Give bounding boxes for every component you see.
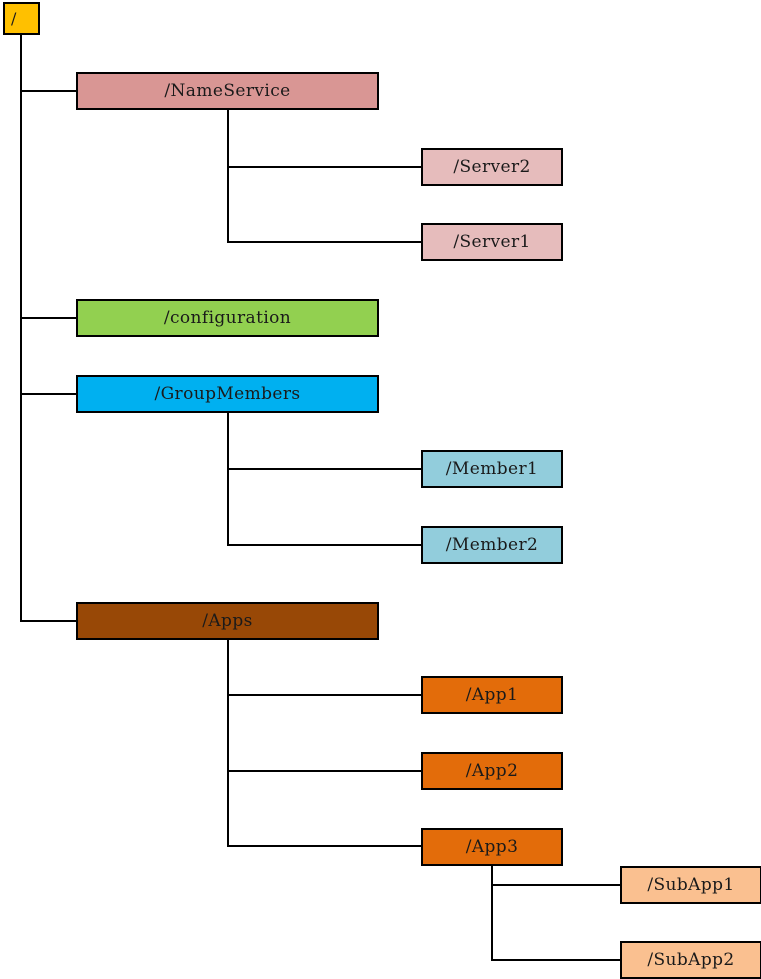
tree-node-member1[interactable]: /Member1: [421, 450, 563, 488]
edge-conn-app3: [227, 845, 423, 847]
edge-conn-app1: [227, 694, 423, 696]
tree-node-app3[interactable]: /App3: [421, 828, 563, 866]
tree-node-subapp1[interactable]: /SubApp1: [620, 866, 761, 904]
edge-conn-member1: [227, 468, 423, 470]
edge-conn-configuration: [20, 317, 78, 319]
edge-conn-app2: [227, 770, 423, 772]
edge-conn-member2: [227, 544, 423, 546]
edge-conn-server2: [227, 166, 423, 168]
edge-conn-groupmembers: [20, 393, 78, 395]
tree-node-app2[interactable]: /App2: [421, 752, 563, 790]
edge-trunk-root: [20, 34, 22, 622]
tree-node-nameservice[interactable]: /NameService: [76, 72, 379, 110]
tree-node-server1[interactable]: /Server1: [421, 223, 563, 261]
edge-conn-subapp2: [491, 959, 622, 961]
tree-node-server2[interactable]: /Server2: [421, 148, 563, 186]
edge-conn-subapp1: [491, 884, 622, 886]
edge-trunk-nameservice: [227, 110, 229, 242]
tree-node-configuration[interactable]: /configuration: [76, 299, 379, 337]
edge-conn-nameservice: [20, 90, 78, 92]
tree-node-root[interactable]: /: [3, 2, 40, 35]
tree-node-apps[interactable]: /Apps: [76, 602, 379, 640]
edge-trunk-apps: [227, 640, 229, 847]
edge-conn-server1: [227, 241, 423, 243]
edge-conn-apps: [20, 620, 78, 622]
tree-node-groupmembers[interactable]: /GroupMembers: [76, 375, 379, 413]
tree-node-subapp2[interactable]: /SubApp2: [620, 941, 761, 979]
tree-node-app1[interactable]: /App1: [421, 676, 563, 714]
edge-trunk-groupmembers: [227, 413, 229, 545]
edge-trunk-app3: [491, 866, 493, 961]
tree-node-member2[interactable]: /Member2: [421, 526, 563, 564]
